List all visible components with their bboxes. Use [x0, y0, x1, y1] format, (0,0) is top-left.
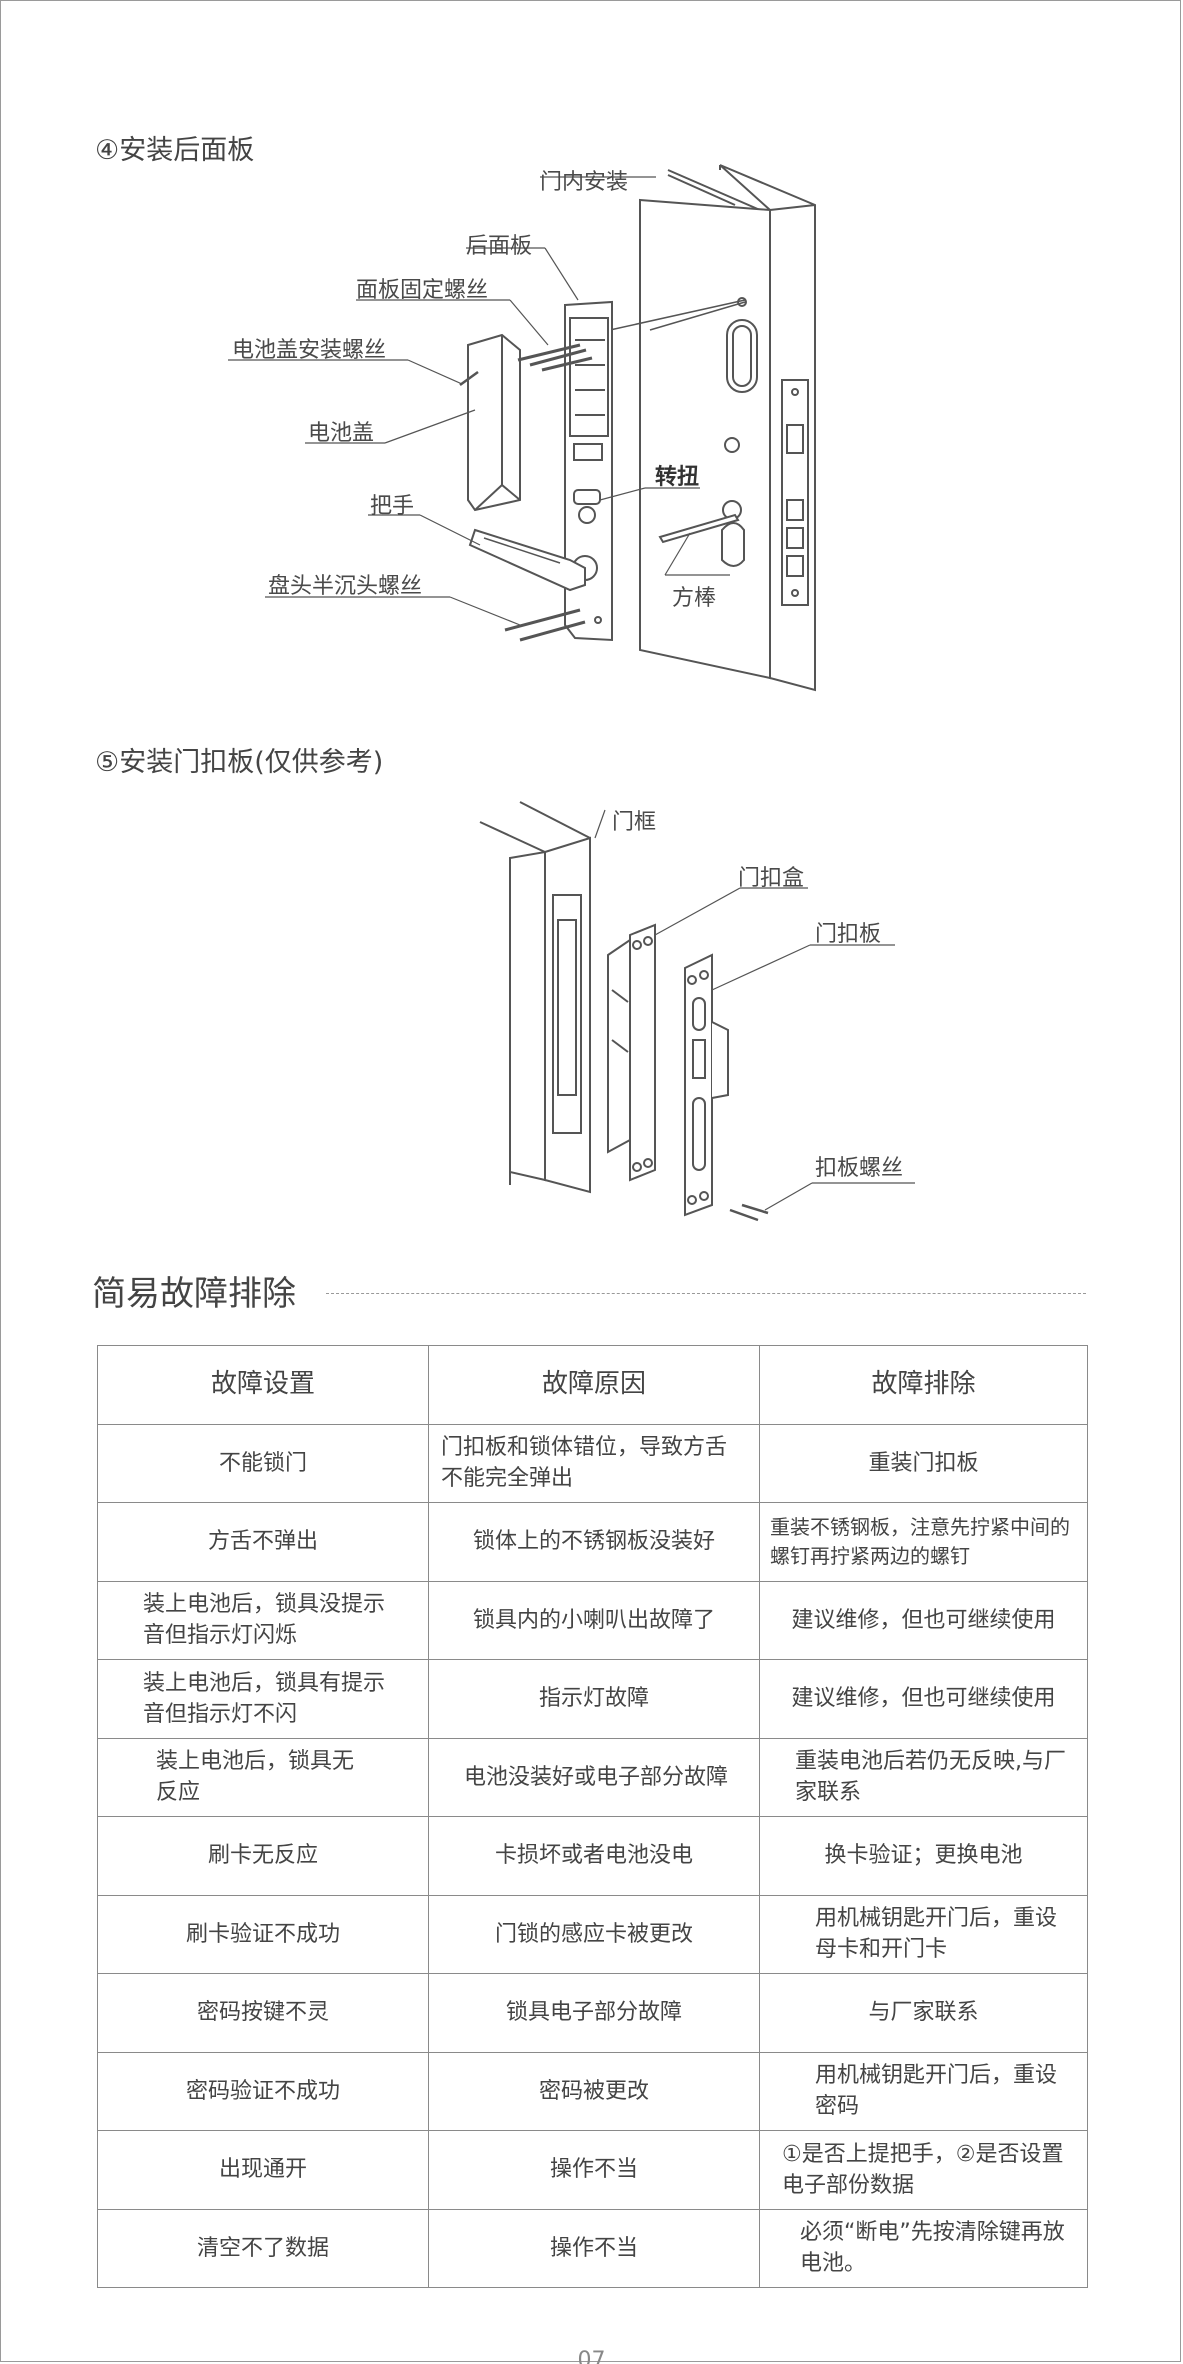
- table-cell-solution: 重装电池后若仍无反映,与厂家联系: [759, 1737, 1088, 1817]
- table-cell-symptom: 装上电池后，锁具无反应: [97, 1737, 429, 1817]
- section4-title: ④安装后面板: [95, 135, 255, 166]
- table-cell-cause: 操作不当: [428, 2130, 760, 2210]
- label-handle: 把手: [370, 494, 415, 519]
- table-row: 出现通开 操作不当 ①是否上提把手，②是否设置电子部份数据: [97, 2130, 1088, 2210]
- column-header: 故障设置: [97, 1345, 429, 1425]
- table-cell-symptom: 刷卡无反应: [97, 1816, 429, 1896]
- label-plate-screws: 扣板螺丝: [815, 1156, 904, 1181]
- table-cell-solution: 换卡验证；更换电池: [759, 1816, 1088, 1896]
- table-row: 刷卡无反应 卡损坏或者电池没电 换卡验证；更换电池: [97, 1816, 1088, 1896]
- table-cell-cause: 操作不当: [428, 2208, 760, 2288]
- table-row: 装上电池后，锁具无反应 电池没装好或电子部分故障 重装电池后若仍无反映,与厂家联…: [97, 1737, 1088, 1817]
- label-pan-head-screws: 盘头半沉头螺丝: [268, 574, 423, 599]
- label-square-bar: 方棒: [672, 586, 717, 611]
- table-cell-symptom: 密码按键不灵: [97, 1973, 429, 2053]
- table-row: 不能锁门 门扣板和锁体错位，导致方舌不能完全弹出 重装门扣板: [97, 1423, 1088, 1503]
- label-panel-screws: 面板固定螺丝: [356, 278, 489, 303]
- label-battery-cover: 电池盖: [308, 421, 375, 446]
- table-cell-solution: 与厂家联系: [759, 1973, 1088, 2053]
- section5-title: ⑤安装门扣板(仅供参考): [95, 747, 384, 778]
- table-cell-cause: 密码被更改: [428, 2051, 760, 2131]
- label-inside-install: 门内安装: [540, 170, 629, 195]
- label-strike-plate: 门扣板: [815, 922, 882, 947]
- table-row: 刷卡验证不成功 门锁的感应卡被更改 用机械钥匙开门后，重设母卡和开门卡: [97, 1894, 1088, 1974]
- table-cell-cause: 门锁的感应卡被更改: [428, 1894, 760, 1974]
- table-cell-solution: 重装门扣板: [759, 1423, 1088, 1503]
- table-row: 方舌不弹出 锁体上的不锈钢板没装好 重装不锈钢板，注意先拧紧中间的螺钉再拧紧两边…: [97, 1502, 1088, 1582]
- table-cell-symptom: 装上电池后，锁具没提示音但指示灯闪烁: [97, 1580, 429, 1660]
- table-header-row: 故障设置 故障原因 故障排除: [97, 1345, 1088, 1425]
- table-cell-solution: 重装不锈钢板，注意先拧紧中间的螺钉再拧紧两边的螺钉: [759, 1502, 1088, 1582]
- table-cell-cause: 卡损坏或者电池没电: [428, 1816, 760, 1896]
- table-cell-solution: 建议维修，但也可继续使用: [759, 1659, 1088, 1739]
- table-cell-symptom: 不能锁门: [97, 1423, 429, 1503]
- column-header: 故障排除: [759, 1345, 1088, 1425]
- table-cell-cause: 锁具电子部分故障: [428, 1973, 760, 2053]
- heading-dashed-rule: [326, 1293, 1086, 1294]
- label-strike-box: 门扣盒: [738, 866, 805, 891]
- table-cell-symptom: 密码验证不成功: [97, 2051, 429, 2131]
- label-knob: 转扭: [655, 465, 700, 490]
- label-door-frame: 门框: [612, 810, 657, 835]
- table-cell-solution: 建议维修，但也可继续使用: [759, 1580, 1088, 1660]
- table-cell-symptom: 出现通开: [97, 2130, 429, 2210]
- back-panel-diagram: [228, 164, 816, 692]
- troubleshooting-table: 故障设置 故障原因 故障排除 不能锁门 门扣板和锁体错位，导致方舌不能完全弹出 …: [97, 1345, 1088, 2288]
- table-cell-symptom: 清空不了数据: [97, 2208, 429, 2288]
- table-cell-symptom: 方舌不弹出: [97, 1502, 429, 1582]
- page-number: 07: [577, 2348, 606, 2364]
- table-cell-symptom: 刷卡验证不成功: [97, 1894, 429, 1974]
- table-cell-cause: 门扣板和锁体错位，导致方舌不能完全弹出: [428, 1423, 760, 1503]
- table-cell-solution: ①是否上提把手，②是否设置电子部份数据: [759, 2130, 1088, 2210]
- column-header: 故障原因: [428, 1345, 760, 1425]
- troubleshooting-heading: 简易故障排除: [92, 1274, 296, 1314]
- table-row: 清空不了数据 操作不当 必须“断电”先按清除键再放电池。: [97, 2208, 1088, 2288]
- table-row: 密码按键不灵 锁具电子部分故障 与厂家联系: [97, 1973, 1088, 2053]
- table-cell-solution: 用机械钥匙开门后，重设密码: [759, 2051, 1088, 2131]
- table-cell-solution: 必须“断电”先按清除键再放电池。: [759, 2208, 1088, 2288]
- table-cell-symptom: 装上电池后，锁具有提示音但指示灯不闪: [97, 1659, 429, 1739]
- table-row: 装上电池后，锁具有提示音但指示灯不闪 指示灯故障 建议维修，但也可继续使用: [97, 1659, 1088, 1739]
- table-row: 装上电池后，锁具没提示音但指示灯闪烁 锁具内的小喇叭出故障了 建议维修，但也可继…: [97, 1580, 1088, 1660]
- label-back-panel: 后面板: [466, 234, 533, 259]
- table-row: 密码验证不成功 密码被更改 用机械钥匙开门后，重设密码: [97, 2051, 1088, 2131]
- table-cell-solution: 用机械钥匙开门后，重设母卡和开门卡: [759, 1894, 1088, 1974]
- table-cell-cause: 锁具内的小喇叭出故障了: [428, 1580, 760, 1660]
- table-cell-cause: 电池没装好或电子部分故障: [428, 1737, 760, 1817]
- table-cell-cause: 锁体上的不锈钢板没装好: [428, 1502, 760, 1582]
- label-battery-cover-screw: 电池盖安装螺丝: [232, 338, 387, 363]
- strike-plate-diagram: [479, 801, 915, 1222]
- table-cell-cause: 指示灯故障: [428, 1659, 760, 1739]
